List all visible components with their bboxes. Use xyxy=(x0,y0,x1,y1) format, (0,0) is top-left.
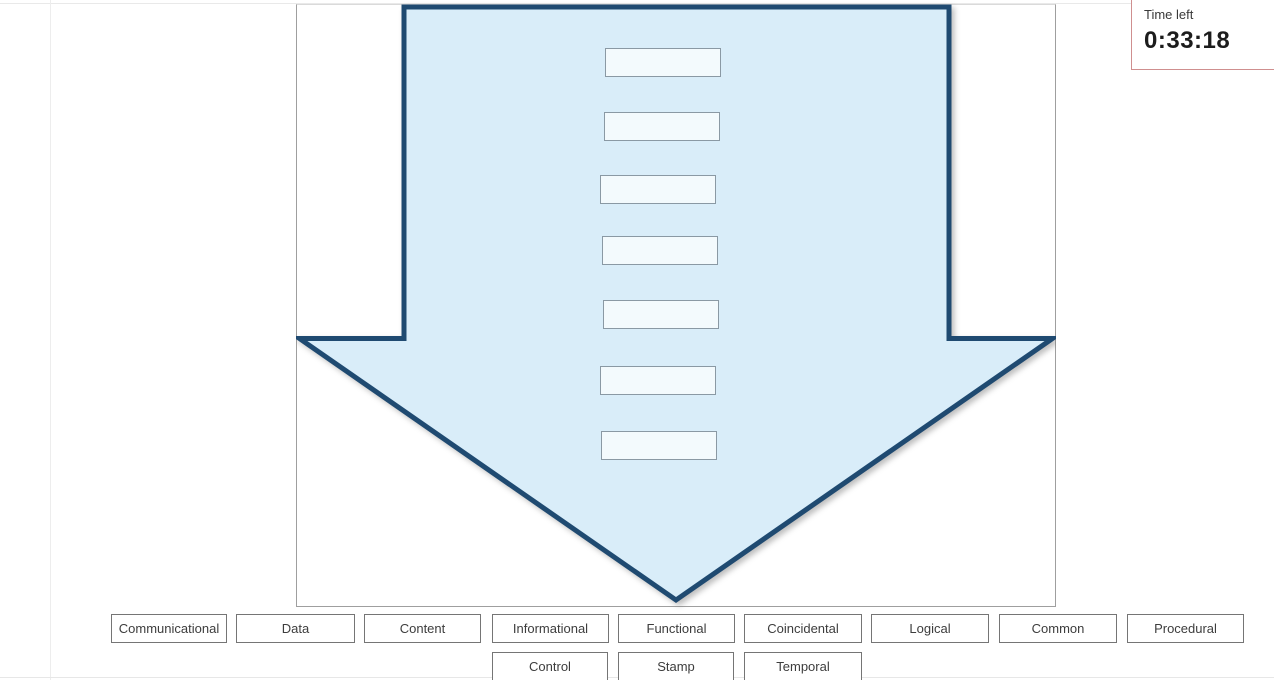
option-informational[interactable]: Informational xyxy=(492,614,609,643)
option-functional[interactable]: Functional xyxy=(618,614,735,643)
option-content[interactable]: Content xyxy=(364,614,481,643)
drop-slot-6[interactable] xyxy=(600,366,716,395)
option-control[interactable]: Control xyxy=(492,652,608,680)
drop-slot-7[interactable] xyxy=(601,431,717,460)
timer-label: Time left xyxy=(1144,7,1194,22)
drop-slot-2[interactable] xyxy=(604,112,720,141)
option-coincidental[interactable]: Coincidental xyxy=(744,614,862,643)
option-logical[interactable]: Logical xyxy=(871,614,989,643)
option-stamp[interactable]: Stamp xyxy=(618,652,734,680)
drop-slot-3[interactable] xyxy=(600,175,716,204)
drop-slot-5[interactable] xyxy=(603,300,719,329)
option-common[interactable]: Common xyxy=(999,614,1117,643)
option-procedural[interactable]: Procedural xyxy=(1127,614,1244,643)
timer-value: 0:33:18 xyxy=(1144,27,1231,54)
left-divider xyxy=(50,0,51,680)
quiz-timer: Time left 0:33:18 xyxy=(1131,0,1274,70)
option-data[interactable]: Data xyxy=(236,614,355,643)
top-divider xyxy=(0,3,1274,4)
option-temporal[interactable]: Temporal xyxy=(744,652,862,680)
drop-slot-1[interactable] xyxy=(605,48,721,77)
drop-slot-4[interactable] xyxy=(602,236,718,265)
option-communicational[interactable]: Communicational xyxy=(111,614,227,643)
